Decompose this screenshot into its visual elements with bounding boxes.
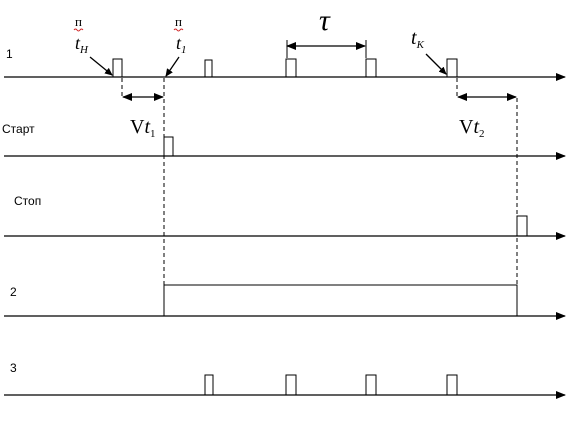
row-label-stop: Стоп — [14, 194, 41, 208]
t-n-label: tН — [75, 33, 89, 56]
t-n-pointer — [89, 56, 113, 76]
t-1-label: t1 — [176, 33, 187, 56]
dt1-label: Vt1 — [130, 116, 156, 140]
t-k-pointer — [425, 53, 447, 75]
row-1-pulse-tk — [446, 58, 458, 77]
t-1-squiggle — [173, 28, 184, 32]
row-label-1: 1 — [6, 47, 13, 61]
row-stop-pulse — [516, 215, 528, 236]
t-n-squiggle — [73, 28, 84, 32]
tau-label: τ — [319, 4, 331, 37]
t-n-mark: п — [75, 14, 82, 29]
row-label-start: Старт — [2, 122, 35, 136]
row-label-2: 2 — [10, 285, 17, 299]
row-3-pulse-3 — [365, 374, 377, 395]
t-k-label: tК — [411, 27, 425, 51]
row-1-pulse-tn — [112, 58, 123, 77]
dt2-label: Vt2 — [459, 116, 485, 140]
t-1-mark: п — [175, 14, 182, 29]
row-label-3: 3 — [10, 361, 17, 375]
row-3-pulse-4 — [446, 374, 458, 395]
row-3-pulse-1 — [204, 374, 214, 395]
t-1-pointer — [165, 56, 180, 77]
row-1-pulse-small — [204, 59, 213, 77]
row-2-gate — [163, 284, 518, 316]
row-3-pulse-2 — [285, 374, 297, 395]
row-start-pulse — [163, 136, 174, 156]
row-1-pulse-3 — [365, 58, 377, 77]
row-1-pulse-2 — [285, 58, 297, 77]
